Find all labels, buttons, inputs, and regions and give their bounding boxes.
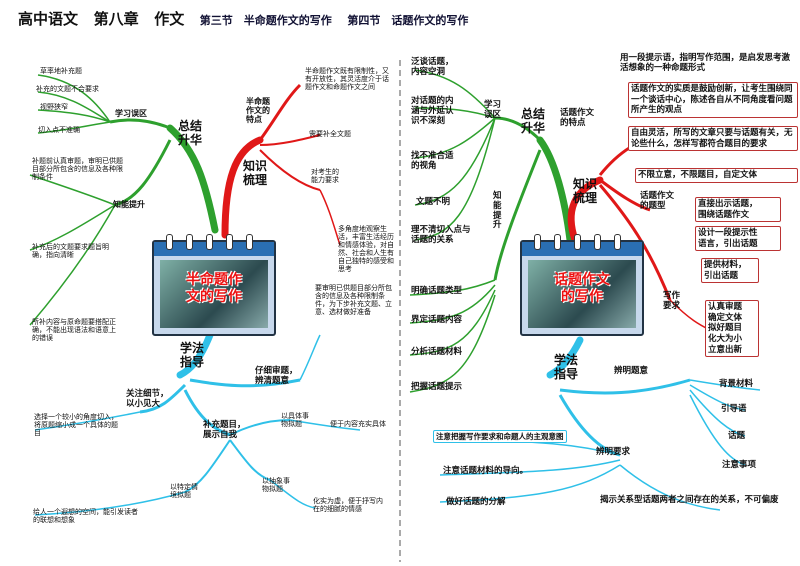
right-type-3: 提供材料， 引出话题	[701, 258, 759, 284]
topic-title: 作文	[154, 10, 185, 28]
right-knowledge-label: 知识 梳理	[573, 177, 598, 205]
right-error-2: 对话题的内 涵与外延认 识不深刻	[411, 96, 454, 126]
right-distinguish: 辨明题意	[614, 366, 649, 376]
right-type-2: 设计一段提示性 语言，引出话题	[695, 226, 781, 252]
left-method-label: 学法 指导	[180, 341, 205, 369]
left-ability-1: 补题前认真审题，审明已供题目部分所包含的信息及各种限制条件	[32, 157, 123, 182]
right-features: 话题作文 的特点	[560, 108, 595, 128]
left-complement: 补充题目， 展示自我	[203, 420, 246, 440]
left-specific-desc: 便于内容充实具体	[330, 420, 386, 428]
left-knowledge-label: 知识 梳理	[243, 159, 268, 187]
right-distinguish-3: 话题	[728, 431, 746, 441]
page-header: 高中语文 第八章 作文 第三节 半命题作文的写作 第四节 话题作文的写作	[18, 8, 478, 29]
left-careful: 仔细审题， 辨清题意	[255, 366, 298, 386]
left-error-2: 补充的文题不合要求	[36, 85, 99, 93]
right-center-card: 话题作文 的写作	[520, 234, 644, 336]
chapter-title: 第八章	[93, 10, 139, 28]
right-ability-2: 界定话题内容	[411, 315, 463, 325]
right-types: 话题作文 的题型	[640, 191, 675, 211]
subject-title: 高中语文	[18, 10, 79, 28]
left-scene-desc: 给人一个遐想的空间，能引发读者的联想和想象	[33, 508, 138, 525]
right-distinguish-4: 注意事项	[722, 460, 757, 470]
left-ability: 知能提升	[113, 200, 145, 209]
right-req-2: 注意话题材料的导向。	[443, 466, 529, 476]
left-error-1: 草率地补充题	[40, 67, 82, 75]
section3-title: 第三节 半命题作文的写作	[199, 14, 332, 27]
right-ability: 知 能 提 升	[493, 191, 502, 231]
right-error-5: 理不清切入点与 话题的关系	[411, 225, 471, 245]
right-method-label: 学法 指导	[554, 353, 579, 381]
left-abstract-desc: 化实为虚，便于抒写内在的细腻的情感	[313, 497, 383, 514]
left-ability-2: 补充后的文题要求题旨明确，指向清晰	[32, 243, 109, 260]
right-study-errors: 学习 误区	[484, 100, 502, 120]
left-scene: 以特定情 境拟题	[170, 483, 198, 500]
right-relation: 揭示关系型话题两者之间存在的关系，不可偏废	[600, 495, 779, 505]
right-error-4: 文题不明	[416, 197, 451, 207]
left-center-card: 半命题作 文的写作	[152, 234, 276, 336]
left-features-desc: 半命题作文既有限制性，又有开放性，其灵活度介于话题作文和命题作文之间	[305, 67, 389, 92]
left-error-3: 视野狭窄	[40, 103, 68, 111]
left-focus: 关注细节， 以小见大	[126, 389, 169, 409]
left-abstract: 以抽象事 物拟题	[262, 477, 290, 494]
right-ability-4: 把握话题提示	[411, 382, 463, 392]
right-writing-req: 写作 要求	[663, 291, 681, 311]
right-error-3: 找不准合适 的视角	[411, 151, 454, 171]
right-distinguish-2: 引导语	[721, 404, 747, 414]
right-type-1: 直接出示话题， 围绕话题作文	[695, 197, 781, 223]
left-error-4: 切入点不准确	[38, 126, 80, 134]
section4-title: 第四节 话题作文的写作	[347, 14, 469, 27]
right-req: 辨明要求	[596, 447, 631, 457]
right-feature-1: 话题作文的实质是鼓励创新，让考生围绕同一个谈话中心，陈述各自从不同角度看问题所产…	[628, 82, 798, 118]
right-summary-label: 总结 升华	[521, 107, 546, 135]
right-error-1: 泛谈话题， 内容空洞	[411, 57, 454, 77]
left-study-errors: 学习误区	[115, 109, 147, 118]
left-summary-label: 总结 升华	[178, 119, 203, 147]
right-req-3: 做好话题的分解	[446, 497, 506, 507]
right-center-title: 话题作文 的写作	[554, 272, 610, 305]
left-ability-3: 所补内容与原命题要搭配正确，不能出现语法和语意上的错误	[32, 318, 116, 343]
left-careful-desc: 要审明已供题目部分所包含的信息及各种限制条件，为下步补充文题、立意、选材做好准备	[315, 284, 392, 317]
right-feature-2: 自由灵活，所写的文章只要与话题有关，无论些什么，怎样写都符合题目的要求	[628, 126, 798, 152]
right-distinguish-1: 背景材料	[719, 379, 754, 389]
left-ability-req-desc: 多角度地观察生活，丰富生活经历和情感体验，对自然、社会和人生有自己独特的感受和思…	[338, 225, 394, 274]
left-focus-desc: 选择一个较小的角度切入，将原题缩小成一个具体的题目	[34, 413, 118, 438]
right-ability-3: 分析话题材料	[411, 347, 463, 357]
right-topic-intro: 用一段提示语，指明写作范围，是启发思考激活想象的一种命题形式	[620, 53, 791, 73]
right-ability-1: 明确话题类型	[411, 286, 463, 296]
right-req-1: 注意把握写作要求和命题人的主观意图	[433, 430, 567, 444]
right-writing-req-desc: 认真审题 确定文体 拟好题目 化大为小 立意出新	[705, 300, 759, 358]
left-center-title: 半命题作 文的写作	[186, 272, 242, 305]
left-specific: 以具体事 物拟题	[281, 412, 309, 429]
left-ability-req: 对考生的 能力要求	[311, 168, 339, 185]
left-need-fill: 需要补全文题	[309, 130, 351, 138]
right-feature-3: 不限立意，不限题目，自定文体	[635, 168, 798, 183]
left-features: 半命题 作文的 特点	[246, 97, 270, 125]
